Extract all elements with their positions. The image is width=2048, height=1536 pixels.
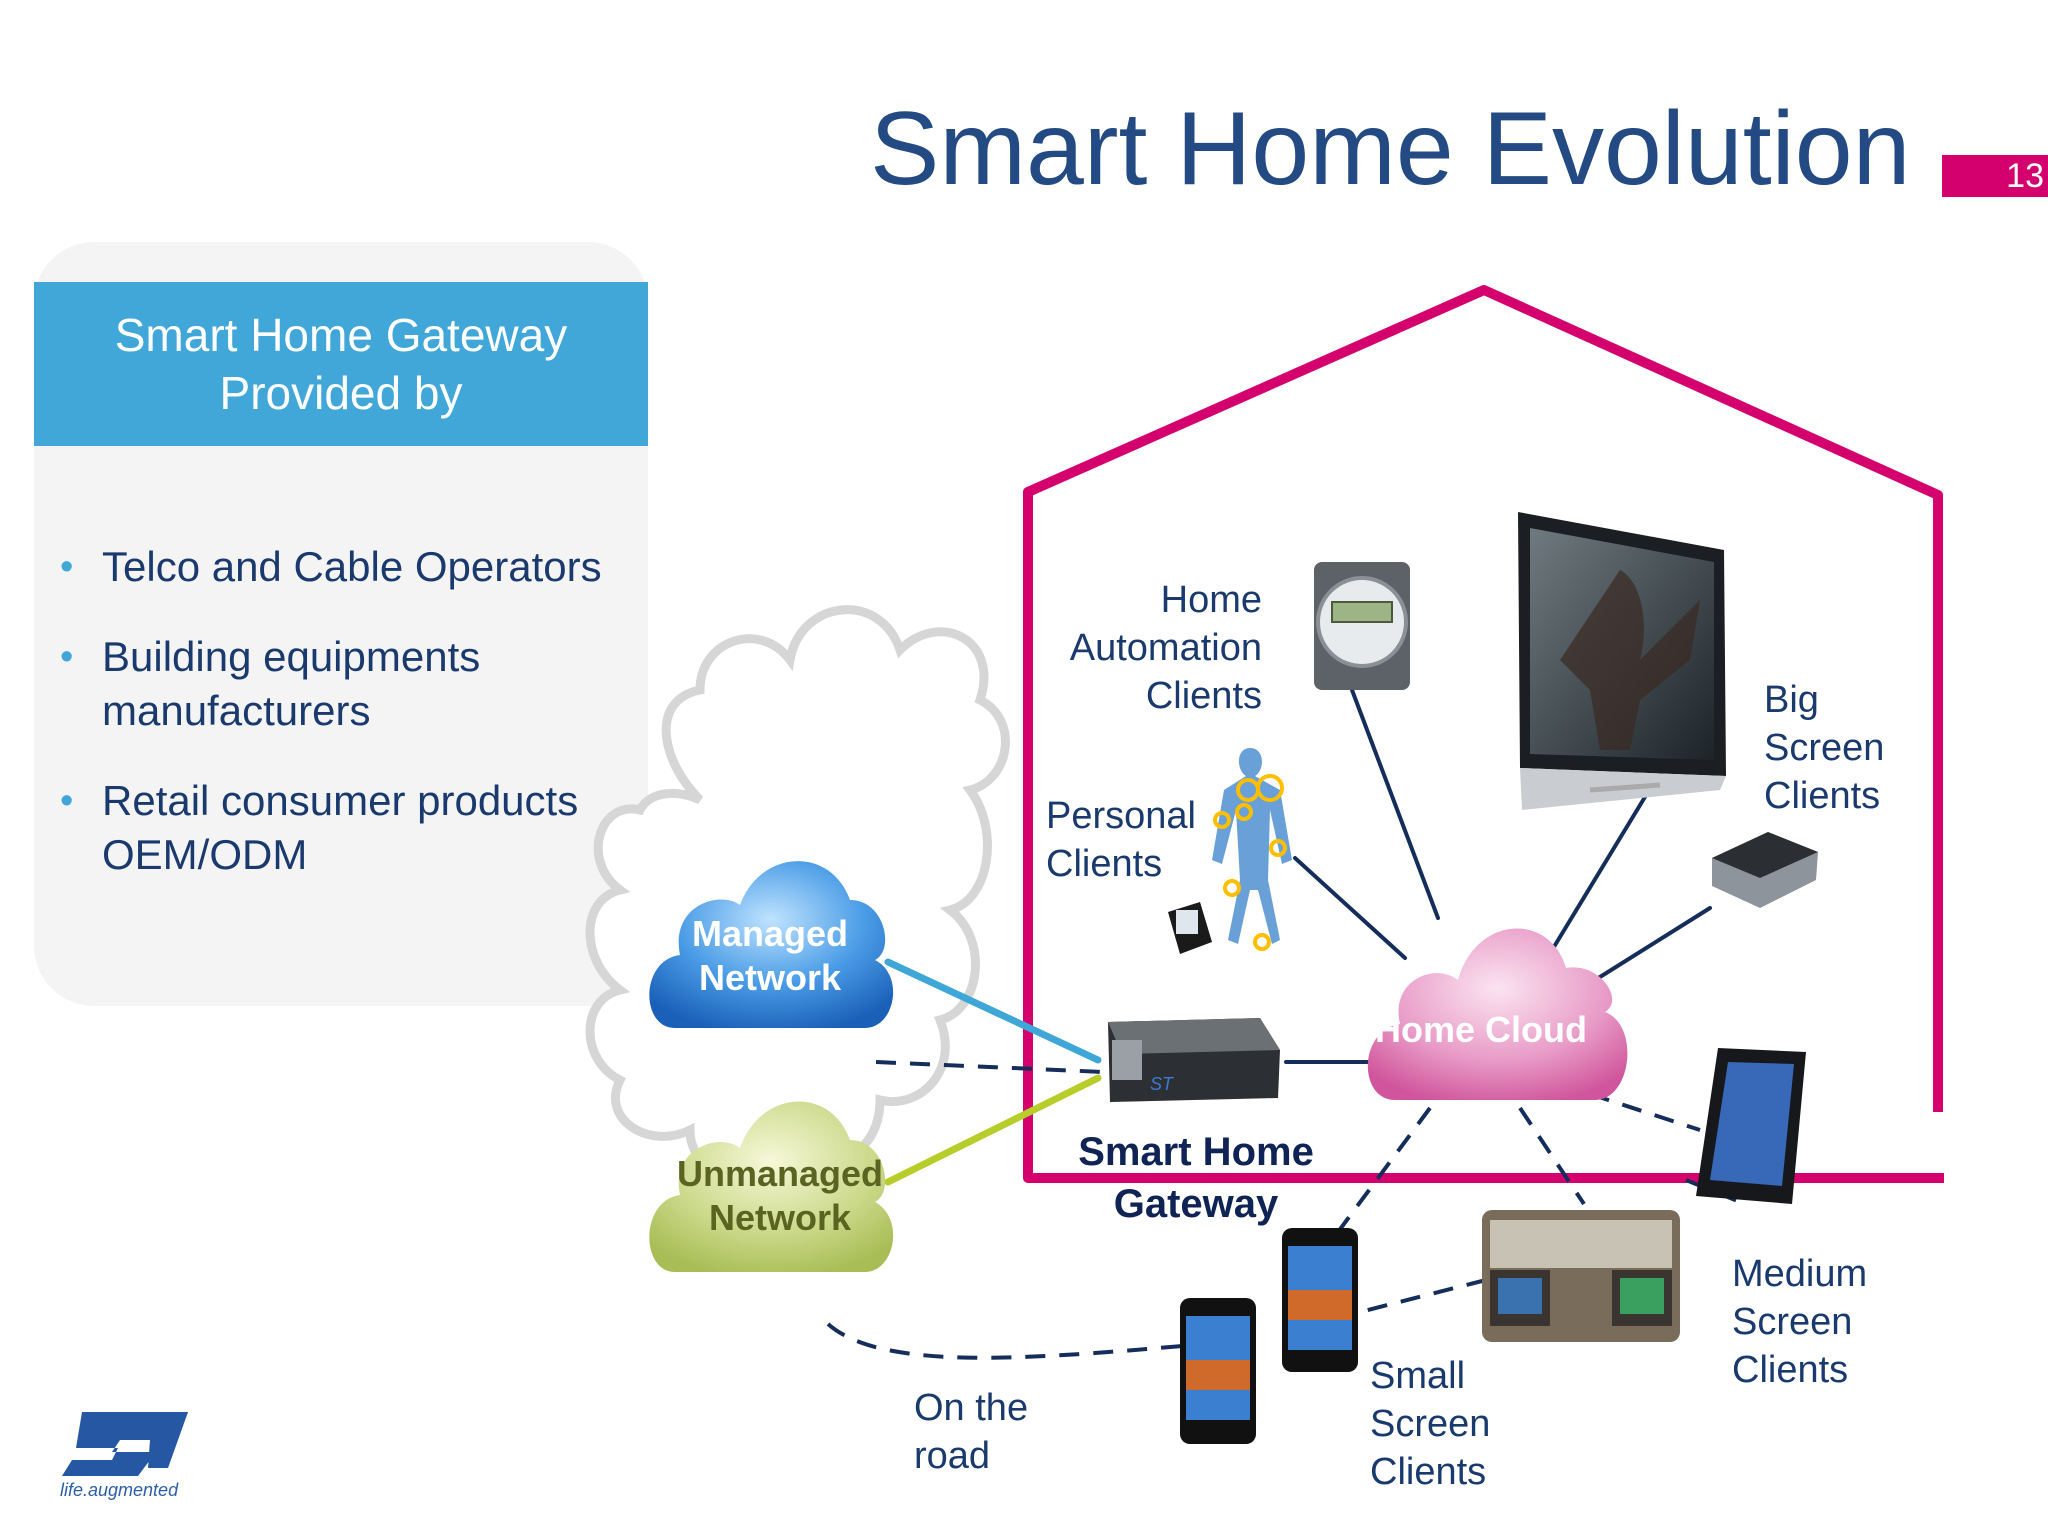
gateway-label: Smart Home Gateway <box>1078 1130 1314 1226</box>
home-cloud-label: Home Cloud <box>1375 1009 1587 1050</box>
small-screen-label: Small Screen Clients <box>1370 1355 1491 1493</box>
car-screens-icon <box>1482 1210 1680 1342</box>
house-outline <box>1023 285 1944 1183</box>
tv-icon <box>1518 512 1726 810</box>
managed-network-cloud <box>649 861 894 1028</box>
list-item: Telco and Cable Operators <box>60 540 650 594</box>
unmanaged-network-cloud <box>649 1101 894 1272</box>
personal-clients-label: Personal Clients <box>1046 795 1196 885</box>
slide-title: Smart Home Evolution <box>870 91 1911 207</box>
tablet-icon <box>1696 1048 1806 1204</box>
logo-tagline: life.augmented <box>60 1480 179 1500</box>
svg-text:ST: ST <box>1150 1074 1175 1094</box>
home-automation-label: Home Automation Clients <box>1069 579 1262 717</box>
panel-header: Smart Home Gateway Provided by <box>34 282 648 446</box>
page-number: 13 <box>1942 155 2048 197</box>
gateway-device-icon: ST <box>1108 1018 1280 1102</box>
smartphone-icon <box>1282 1228 1358 1372</box>
smart-meter-icon <box>1314 562 1410 690</box>
connection-lines <box>884 688 1712 1186</box>
list-item: Building equipments manufacturers <box>60 630 650 738</box>
st-logo <box>62 1412 188 1476</box>
personal-body-icon <box>1168 748 1292 954</box>
provider-list: Telco and Cable Operators Building equip… <box>60 540 650 918</box>
big-screen-label: Big Screen Clients <box>1764 679 1885 817</box>
list-item: Retail consumer products OEM/ODM <box>60 774 650 882</box>
on-the-road-label: On the road <box>914 1387 1029 1477</box>
smartphone-icon <box>1180 1298 1256 1444</box>
medium-screen-label: Medium Screen Clients <box>1732 1253 1868 1391</box>
set-top-box-icon <box>1712 832 1818 908</box>
managed-network-label: Managed Network <box>691 913 849 998</box>
unmanaged-network-label: Unmanaged Network <box>676 1153 884 1238</box>
home-cloud <box>1367 928 1628 1100</box>
